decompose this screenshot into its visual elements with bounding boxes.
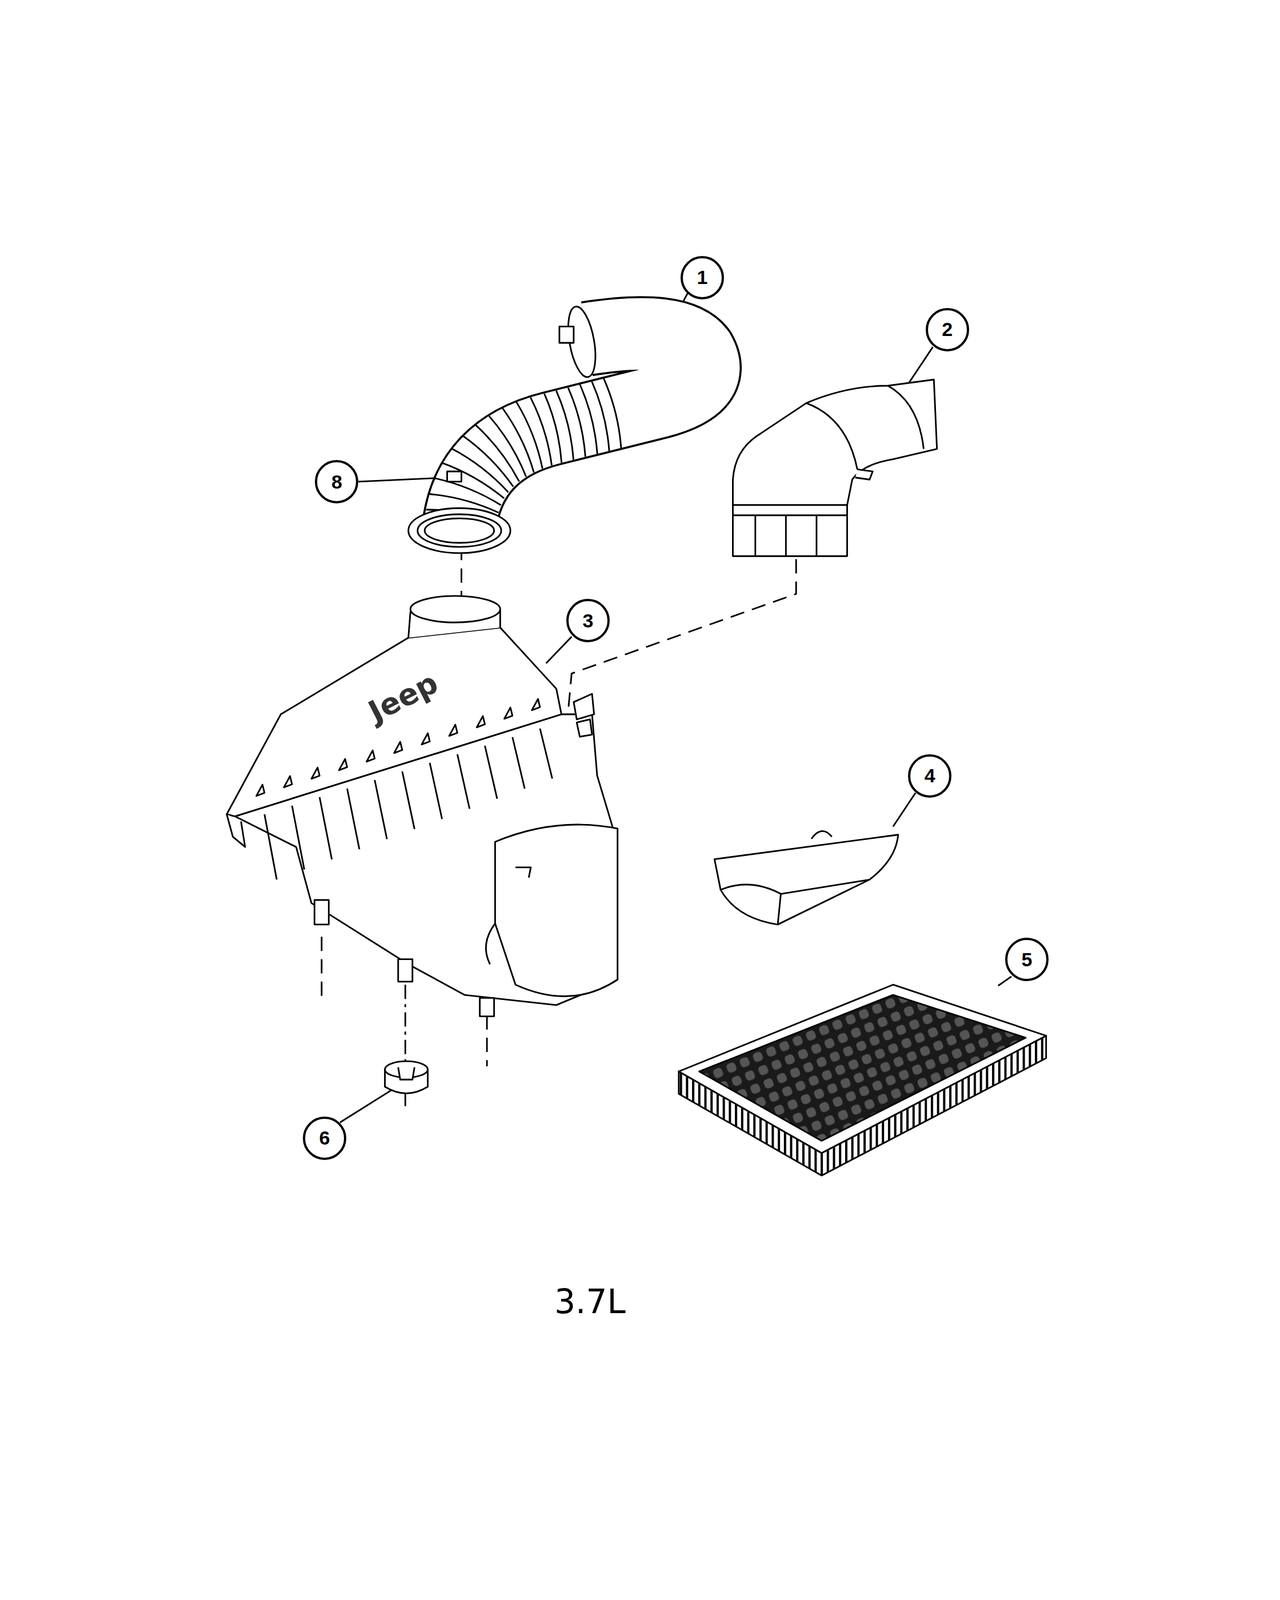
- air-duct: [733, 379, 938, 556]
- housing-rib: [374, 780, 387, 840]
- hose-rib: [489, 416, 527, 478]
- housing-mark: [449, 724, 458, 736]
- housing-mark: [366, 750, 375, 762]
- hose-rib: [604, 378, 622, 448]
- air-inlet-hose: [408, 304, 704, 554]
- hose-rib: [544, 393, 562, 463]
- callout-circle: 6: [302, 1116, 347, 1160]
- housing-mark: [284, 776, 292, 788]
- hose-rib: [434, 478, 502, 506]
- housing-rib: [457, 754, 470, 810]
- hose-rib: [580, 384, 598, 454]
- callout-circle: 1: [680, 256, 724, 300]
- hose-rib: [568, 387, 586, 457]
- housing-mark: [311, 767, 320, 779]
- callout-number: 8: [331, 470, 343, 494]
- callout-circle: 3: [566, 598, 610, 643]
- housing-mark: [338, 758, 347, 771]
- housing-mark: [421, 733, 430, 745]
- hose-rib: [475, 425, 519, 482]
- housing-rib: [540, 728, 552, 779]
- caption: 3.7L: [554, 1282, 626, 1322]
- callout-circle: 8: [314, 460, 359, 504]
- housing-rib: [402, 771, 415, 830]
- callout-number: 2: [941, 318, 953, 341]
- hose-rib: [592, 381, 610, 451]
- callout-number: 1: [696, 266, 708, 289]
- housing-mark: [256, 784, 265, 796]
- air-filter: [678, 984, 1047, 1176]
- housing-rib: [512, 737, 525, 789]
- hose-rib: [516, 402, 543, 469]
- hose-rib: [530, 397, 552, 466]
- air-scoop: [714, 830, 898, 924]
- housing-rib: [264, 814, 277, 880]
- callout-circle: 5: [1005, 937, 1049, 982]
- mounting-grommet: [385, 1061, 428, 1094]
- hose-rib: [462, 436, 514, 487]
- housing-rib: [429, 762, 442, 819]
- housing-mark: [394, 741, 403, 754]
- callout-circle: 2: [925, 308, 970, 352]
- hose-rib: [502, 408, 535, 472]
- callout-number: 6: [319, 1126, 331, 1150]
- housing-mark: [504, 707, 513, 719]
- housing-mark: [532, 698, 540, 711]
- housing-rib: [292, 805, 304, 870]
- callout-number: 4: [924, 764, 936, 787]
- housing-rib: [319, 797, 332, 860]
- housing-rib: [485, 745, 498, 799]
- housing-mark: [476, 716, 485, 728]
- brand-logo: Jeep: [362, 665, 443, 729]
- hose-rib: [442, 462, 504, 499]
- housing-rib: [347, 788, 360, 850]
- air-cleaner-housing: [226, 596, 618, 1017]
- hose-rib: [556, 390, 574, 460]
- callout-number: 3: [582, 609, 594, 632]
- callout-number: 5: [1021, 948, 1033, 971]
- callout-circle: 4: [908, 754, 952, 798]
